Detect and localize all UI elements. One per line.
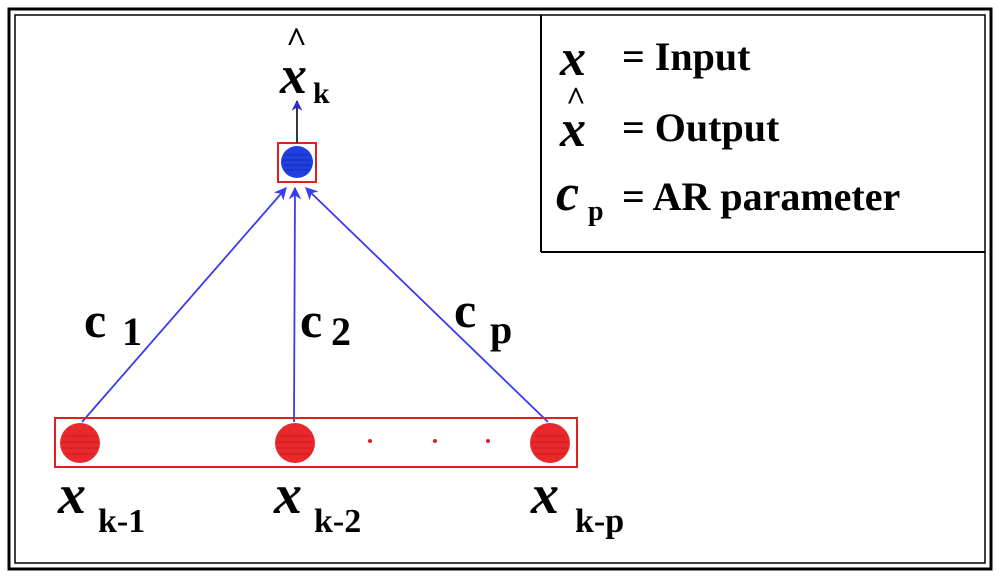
input-node-k-2 — [275, 423, 315, 463]
output-hat: ^ — [286, 20, 307, 60]
weight-arrows — [81, 186, 549, 423]
weight-c2-letter: c — [300, 292, 322, 348]
weight-c1-letter: c — [84, 292, 106, 348]
output-node-circle — [281, 146, 313, 178]
input-k-p-sub: k-p — [575, 503, 624, 540]
arrow-c1 — [81, 187, 287, 423]
input-labels: x k-1 x k-2 x k-p — [57, 464, 624, 540]
weight-cp-letter: c — [454, 282, 476, 338]
weight-c2-sub: 2 — [331, 309, 351, 354]
legend-sub-parameter: p — [588, 196, 604, 227]
output-label: ^ x k — [279, 20, 330, 110]
outer-frame — [7, 7, 993, 571]
input-nodes — [60, 423, 570, 463]
legend-symbol-output: x — [559, 101, 586, 158]
weight-labels: c 1 c 2 c p — [84, 282, 512, 354]
input-k-p-var: x — [530, 464, 559, 526]
output-sub: k — [313, 77, 330, 110]
input-k-1-sub: k-1 — [98, 503, 145, 540]
legend-row-parameter: c p = AR parameter — [556, 165, 900, 227]
input-node-k-1 — [60, 423, 100, 463]
weight-c1-sub: 1 — [122, 309, 142, 354]
legend-text-output: = Output — [622, 105, 780, 150]
input-k-1-var: x — [57, 464, 86, 526]
output-var: x — [279, 45, 307, 105]
legend-symbol-parameter: c — [556, 165, 579, 222]
input-k-2-sub: k-2 — [314, 503, 361, 540]
input-layer-box — [54, 417, 578, 468]
inner-frame — [14, 14, 986, 564]
legend-symbol-input: x — [559, 30, 586, 87]
legend-hat-output: ^ — [566, 81, 586, 118]
weight-cp-sub: p — [490, 307, 512, 352]
arrow-c2 — [288, 186, 302, 423]
legend: x = Input ^ x = Output c p = AR paramete… — [540, 15, 985, 253]
input-node-k-p — [530, 423, 570, 463]
legend-text-input: = Input — [622, 34, 751, 79]
legend-text-parameter: = AR parameter — [622, 174, 900, 219]
ellipsis-dots — [368, 439, 490, 443]
arrow-cp — [305, 187, 549, 423]
output-node — [277, 142, 317, 183]
legend-row-output: ^ x = Output — [559, 81, 780, 158]
input-k-2-var: x — [273, 464, 302, 526]
legend-row-input: x = Input — [559, 30, 751, 87]
